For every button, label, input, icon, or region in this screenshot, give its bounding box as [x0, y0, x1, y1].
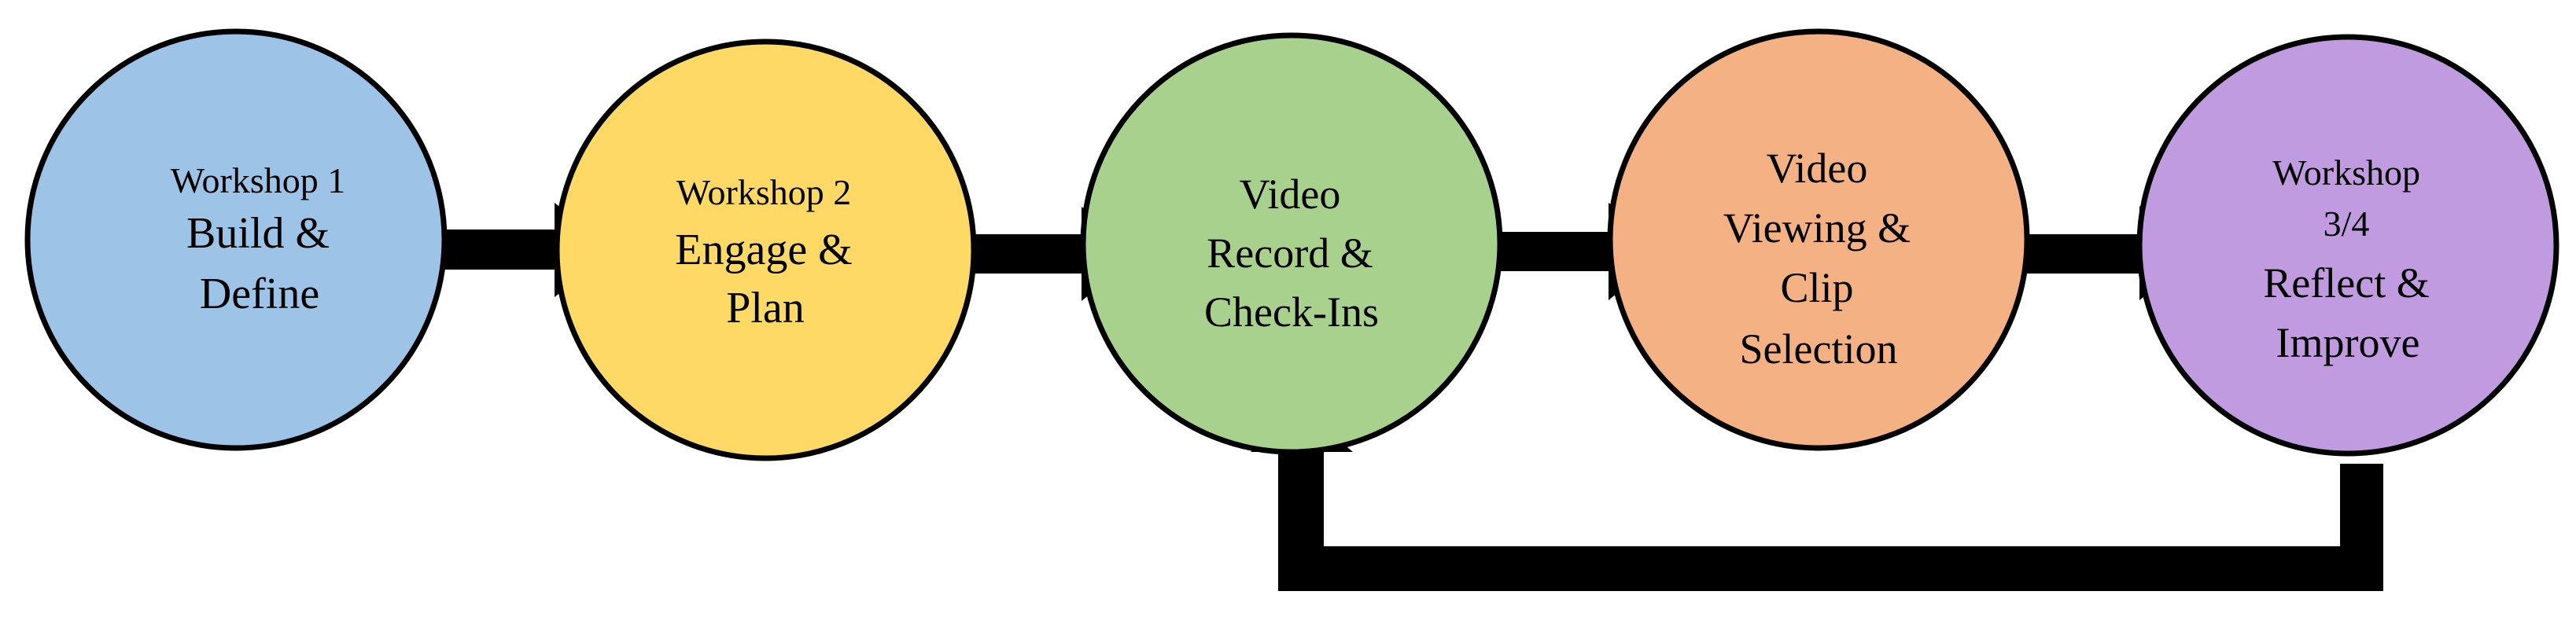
node-label-line: Check-Ins	[1204, 288, 1379, 336]
node-label-line: 3/4	[2324, 204, 2370, 244]
node-label: Video Record & Check-Ins	[1204, 171, 1379, 336]
node-label: Workshop 1 Build & Define	[171, 160, 348, 318]
node-label-line: Clip	[1780, 264, 1853, 311]
node-label-line: Engage &	[675, 226, 852, 274]
node-label-line: Workshop 2	[676, 172, 851, 212]
node-label-line: Workshop 1	[171, 160, 345, 200]
node-label-line: Reflect &	[2263, 259, 2429, 307]
node-label-line: Selection	[1740, 325, 1898, 373]
node-label-line: Define	[200, 270, 319, 318]
node-label: Video Viewing & Clip Selection	[1723, 145, 1914, 373]
node-label-line: Workshop	[2272, 152, 2420, 193]
node-label-line: Viewing &	[1723, 204, 1911, 252]
node-workshop-3-4: Workshop 3/4 Reflect & Improve	[2136, 34, 2559, 457]
node-circle	[1607, 28, 2030, 451]
node-label: Workshop 2 Engage & Plan	[675, 172, 855, 332]
node-video-viewing: Video Viewing & Clip Selection	[1607, 28, 2030, 451]
node-circle	[1080, 32, 1503, 455]
node-circle	[24, 28, 448, 451]
node-label: Workshop 3/4 Reflect & Improve	[2263, 152, 2432, 366]
node-video-record: Video Record & Check-Ins	[1080, 32, 1503, 455]
node-label-line: Video	[1767, 145, 1868, 192]
node-workshop-2: Workshop 2 Engage & Plan	[554, 39, 977, 461]
node-label-line: Record &	[1207, 230, 1373, 277]
node-workshop-1: Workshop 1 Build & Define	[24, 28, 448, 451]
node-circle	[554, 39, 977, 461]
node-label-line: Video	[1240, 171, 1341, 218]
node-label-line: Build &	[186, 209, 330, 258]
node-circle	[2136, 34, 2559, 457]
node-label-line: Improve	[2276, 319, 2420, 366]
node-label-line: Plan	[726, 284, 805, 332]
feedback-loop-arrow	[1251, 409, 2383, 591]
